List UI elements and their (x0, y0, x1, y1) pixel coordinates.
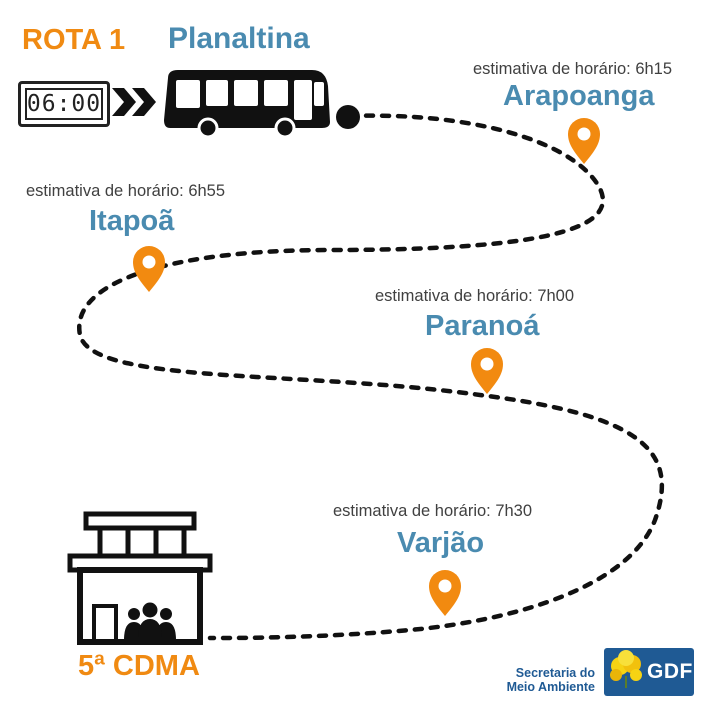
stop-name-paranoa: Paranoá (425, 310, 540, 342)
departure-time: 06:00 (25, 88, 103, 120)
stop-time-itapoa: estimativa de horário: 6h55 (26, 182, 226, 200)
double-chevron-icon (112, 88, 156, 116)
gdf-label: GDF (647, 660, 693, 683)
route-label: ROTA 1 (22, 24, 126, 56)
building-icon (67, 511, 213, 645)
gdf-tree-overlay (610, 650, 642, 688)
secretaria-logo-text: Secretaria do Meio Ambiente (505, 666, 595, 694)
secretaria-line-2: Meio Ambiente (506, 680, 595, 694)
stop-time-varjao: estimativa de horário: 7h30 (333, 502, 533, 520)
route-path (77, 113, 665, 641)
location-pin-icon (429, 570, 461, 616)
bus-icon (164, 70, 330, 139)
location-pin-icon (133, 246, 165, 292)
people-icon (124, 602, 176, 640)
digital-clock-icon: 06:00 (18, 81, 110, 127)
route-start-dot (336, 105, 360, 129)
stop-time-arapoanga: estimativa de horário: 6h15 (473, 60, 673, 78)
location-pin-icon (471, 348, 503, 394)
origin-name: Planaltina (168, 22, 310, 55)
location-pin-icon (568, 118, 600, 164)
stop-name-arapoanga: Arapoanga (503, 80, 655, 112)
secretaria-line-1: Secretaria do (515, 666, 595, 680)
stop-name-itapoa: Itapoã (89, 205, 175, 237)
stop-time-paranoa: estimativa de horário: 7h00 (375, 287, 575, 305)
destination-name: 5ª CDMA (78, 650, 200, 682)
stop-name-varjao: Varjão (397, 527, 485, 559)
